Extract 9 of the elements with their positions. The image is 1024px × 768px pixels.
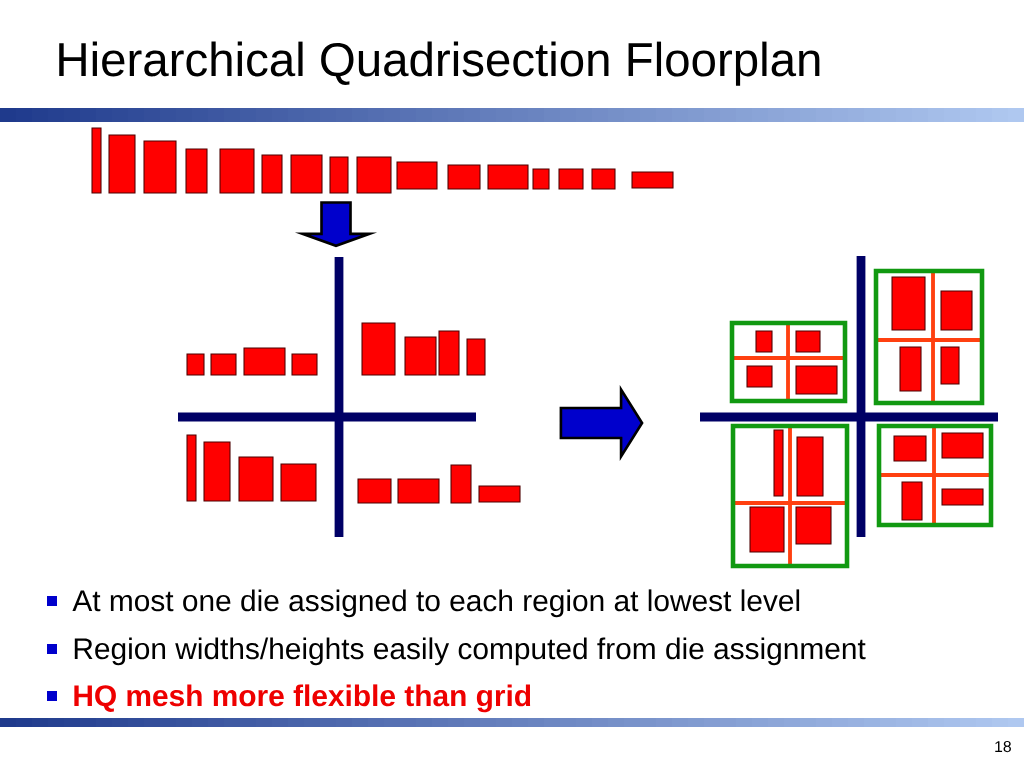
bullet-text: HQ mesh more flexible than grid	[74, 684, 531, 713]
slide-title: Hierarchical Quadrisection Floorplan	[59, 41, 820, 86]
bullet-text: At most one die assigned to each region at lowest level	[72, 589, 800, 618]
die-row-drawing	[91, 127, 674, 194]
block-arrow	[559, 384, 644, 462]
floorplan-drawing	[700, 256, 998, 569]
page-number: 18	[995, 740, 1011, 753]
quadrant-drawing	[178, 257, 521, 537]
bullet-text: Region widths/heights easily computed from die assignment	[74, 637, 866, 666]
